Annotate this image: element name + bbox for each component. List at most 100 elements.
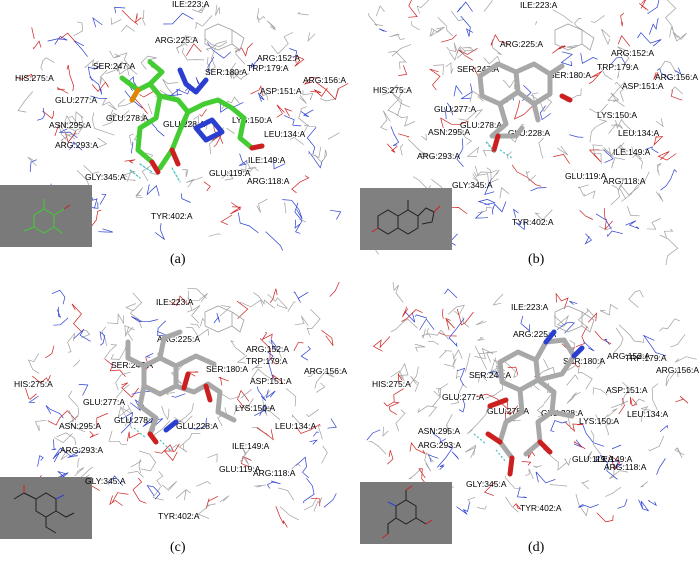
residue-label: LYS:150:A — [597, 110, 638, 120]
wireframe-bond — [186, 176, 203, 188]
wireframe-bond — [648, 435, 665, 452]
wireframe-bond — [262, 390, 272, 410]
wireframe-bond — [607, 230, 623, 238]
wireframe-bond — [433, 64, 444, 76]
wireframe-bond — [187, 305, 201, 324]
wireframe-bond — [109, 495, 123, 506]
wireframe-bond — [239, 449, 250, 465]
wireframe-bond — [47, 35, 68, 45]
wireframe-bond — [42, 110, 54, 120]
wireframe-bond — [610, 184, 620, 206]
wireframe-bond — [237, 212, 259, 234]
wireframe-bond — [181, 193, 191, 203]
wireframe-bond — [240, 166, 259, 172]
trp-ring — [204, 305, 245, 333]
wireframe-bond — [111, 492, 129, 503]
wireframe-bond — [56, 86, 69, 94]
wireframe-bond — [294, 55, 305, 67]
wireframe-bond — [455, 369, 461, 379]
wireframe-bond — [409, 442, 426, 455]
wireframe-bond — [66, 65, 74, 92]
residue-label: ILE:223:A — [172, 0, 210, 9]
wireframe-bond — [408, 0, 418, 18]
residue-label: GLU:228:A — [508, 128, 551, 138]
wireframe-bond — [230, 202, 242, 215]
wireframe-bond — [92, 17, 103, 28]
wireframe-bond — [31, 27, 35, 39]
wireframe-bond — [240, 389, 252, 399]
wireframe-bond — [247, 166, 257, 170]
wireframe-bond — [536, 404, 545, 418]
wireframe-bond — [651, 383, 659, 410]
wireframe-bond — [595, 414, 609, 426]
wireframe-bond — [389, 33, 405, 40]
wireframe-bond — [146, 485, 161, 500]
wireframe-bond — [610, 56, 627, 66]
wireframe-bond — [564, 457, 571, 466]
wireframe-bond — [73, 328, 91, 342]
residue-label: SER:247:A — [469, 370, 512, 380]
wireframe-bond — [429, 26, 445, 37]
wireframe-bond — [294, 219, 301, 229]
wireframe-bond — [647, 500, 657, 507]
wireframe-bond — [448, 318, 465, 348]
wireframe-bond — [45, 345, 55, 359]
wireframe-bond — [35, 419, 47, 432]
wireframe-bond — [670, 86, 684, 95]
wireframe-bond — [116, 61, 127, 75]
wireframe-bond — [277, 303, 288, 310]
wireframe-bond — [162, 78, 178, 98]
wireframe-bond — [126, 64, 138, 77]
wireframe-bond — [67, 450, 82, 458]
wireframe-bond — [241, 455, 252, 468]
wireframe-bond — [387, 89, 404, 116]
caption-c: (c) — [170, 540, 186, 555]
wireframe-bond — [84, 58, 99, 69]
wireframe-bond — [175, 43, 188, 49]
wireframe-bond — [669, 369, 679, 379]
wireframe-bond — [287, 301, 296, 312]
residue-label: ASP:151:A — [250, 376, 292, 386]
wireframe-bond — [474, 345, 488, 370]
wireframe-bond — [213, 313, 220, 324]
wireframe-bond — [115, 384, 130, 398]
wireframe-bond — [144, 352, 154, 358]
wireframe-bond — [120, 411, 134, 434]
wireframe-bond — [121, 9, 139, 25]
wireframe-bond — [189, 417, 207, 430]
wireframe-bond — [66, 126, 84, 133]
residue-label: ARG:118:A — [603, 176, 646, 186]
wireframe-bond — [217, 376, 229, 386]
wireframe-bond — [653, 136, 664, 146]
wireframe-bond — [444, 288, 458, 298]
wireframe-bond — [665, 372, 670, 387]
wireframe-bond — [307, 146, 322, 158]
wireframe-bond — [316, 82, 349, 101]
wireframe-bond — [609, 455, 621, 470]
wireframe-bond — [368, 441, 387, 455]
wireframe-bond — [310, 497, 321, 507]
wireframe-bond — [474, 165, 499, 185]
wireframe-bond — [637, 32, 662, 47]
wireframe-bond — [289, 48, 297, 58]
wireframe-bond — [103, 344, 118, 360]
wireframe-bond — [16, 73, 34, 82]
wireframe-bond — [474, 210, 489, 219]
wireframe-bond — [273, 158, 286, 170]
residue-label: GLU:277:A — [434, 104, 477, 114]
wireframe-bond — [573, 441, 586, 450]
wireframe-bond — [250, 368, 271, 380]
wireframe-bond — [460, 15, 473, 37]
wireframe-bond — [610, 92, 625, 107]
residue-label: TYR:402:A — [151, 211, 193, 221]
wireframe-bond — [367, 12, 384, 27]
wireframe-bond — [107, 475, 124, 486]
wireframe-bond — [430, 427, 447, 443]
wireframe-bond — [456, 308, 474, 326]
residue-label: ILE:223:A — [511, 302, 549, 312]
wireframe-bond — [400, 144, 404, 156]
wireframe-bond — [129, 133, 134, 146]
wireframe-bond — [163, 443, 180, 462]
wireframe-bond — [656, 68, 671, 80]
wireframe-bond — [520, 315, 530, 332]
